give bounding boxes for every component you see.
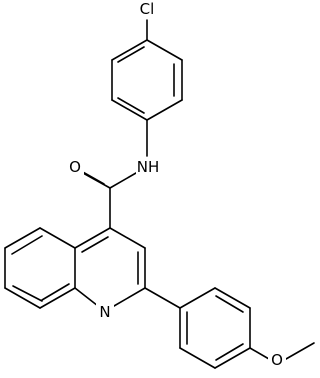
amide-nitrogen-atom-label: NH (137, 158, 160, 176)
bond-line-32 (179, 287, 216, 309)
carbonyl-oxygen-atom-label: O (69, 158, 81, 176)
bond-line-11 (109, 172, 137, 189)
amide-nitrogen-label-bg (136, 157, 162, 177)
bond-line-38 (215, 295, 244, 313)
bond-line-33 (214, 287, 251, 309)
bond-line-17 (113, 287, 146, 307)
bond-line-39 (215, 343, 244, 361)
bond-line-41 (249, 347, 270, 360)
bond-line-13 (80, 170, 105, 185)
bond-line-23 (39, 227, 76, 249)
bond-line-1 (146, 39, 183, 61)
bond-line-35 (214, 347, 251, 369)
bond-line-9 (117, 46, 145, 63)
bond-line-42 (285, 342, 315, 360)
ether-oxygen-label-bg (268, 350, 286, 370)
bond-lines (4, 19, 315, 369)
bond-line-30 (41, 283, 70, 301)
bond-line-29 (12, 285, 43, 302)
bond-line-18 (74, 287, 99, 307)
chlorine-label-bg (136, 0, 158, 19)
bond-line-15 (109, 227, 146, 249)
bond-line-6 (111, 39, 148, 61)
chlorine-atom-label: Cl (140, 0, 155, 18)
bond-line-31 (144, 287, 181, 309)
bond-line-8 (117, 97, 145, 114)
bond-line-20 (74, 227, 111, 249)
bond-line-26 (4, 287, 41, 309)
bond-line-3 (146, 99, 183, 121)
bond-line-22 (81, 236, 109, 253)
bond-line-28 (11, 235, 43, 255)
ether-oxygen-atom-label: O (271, 351, 283, 369)
carbonyl-oxygen-label-bg (66, 157, 84, 177)
bond-line-24 (4, 227, 41, 249)
bond-line-36 (179, 347, 216, 369)
ring-nitrogen-label-bg (96, 302, 114, 322)
ring-nitrogen-atom-label: N (99, 303, 110, 321)
bond-line-4 (111, 99, 148, 121)
bond-line-27 (39, 287, 76, 309)
